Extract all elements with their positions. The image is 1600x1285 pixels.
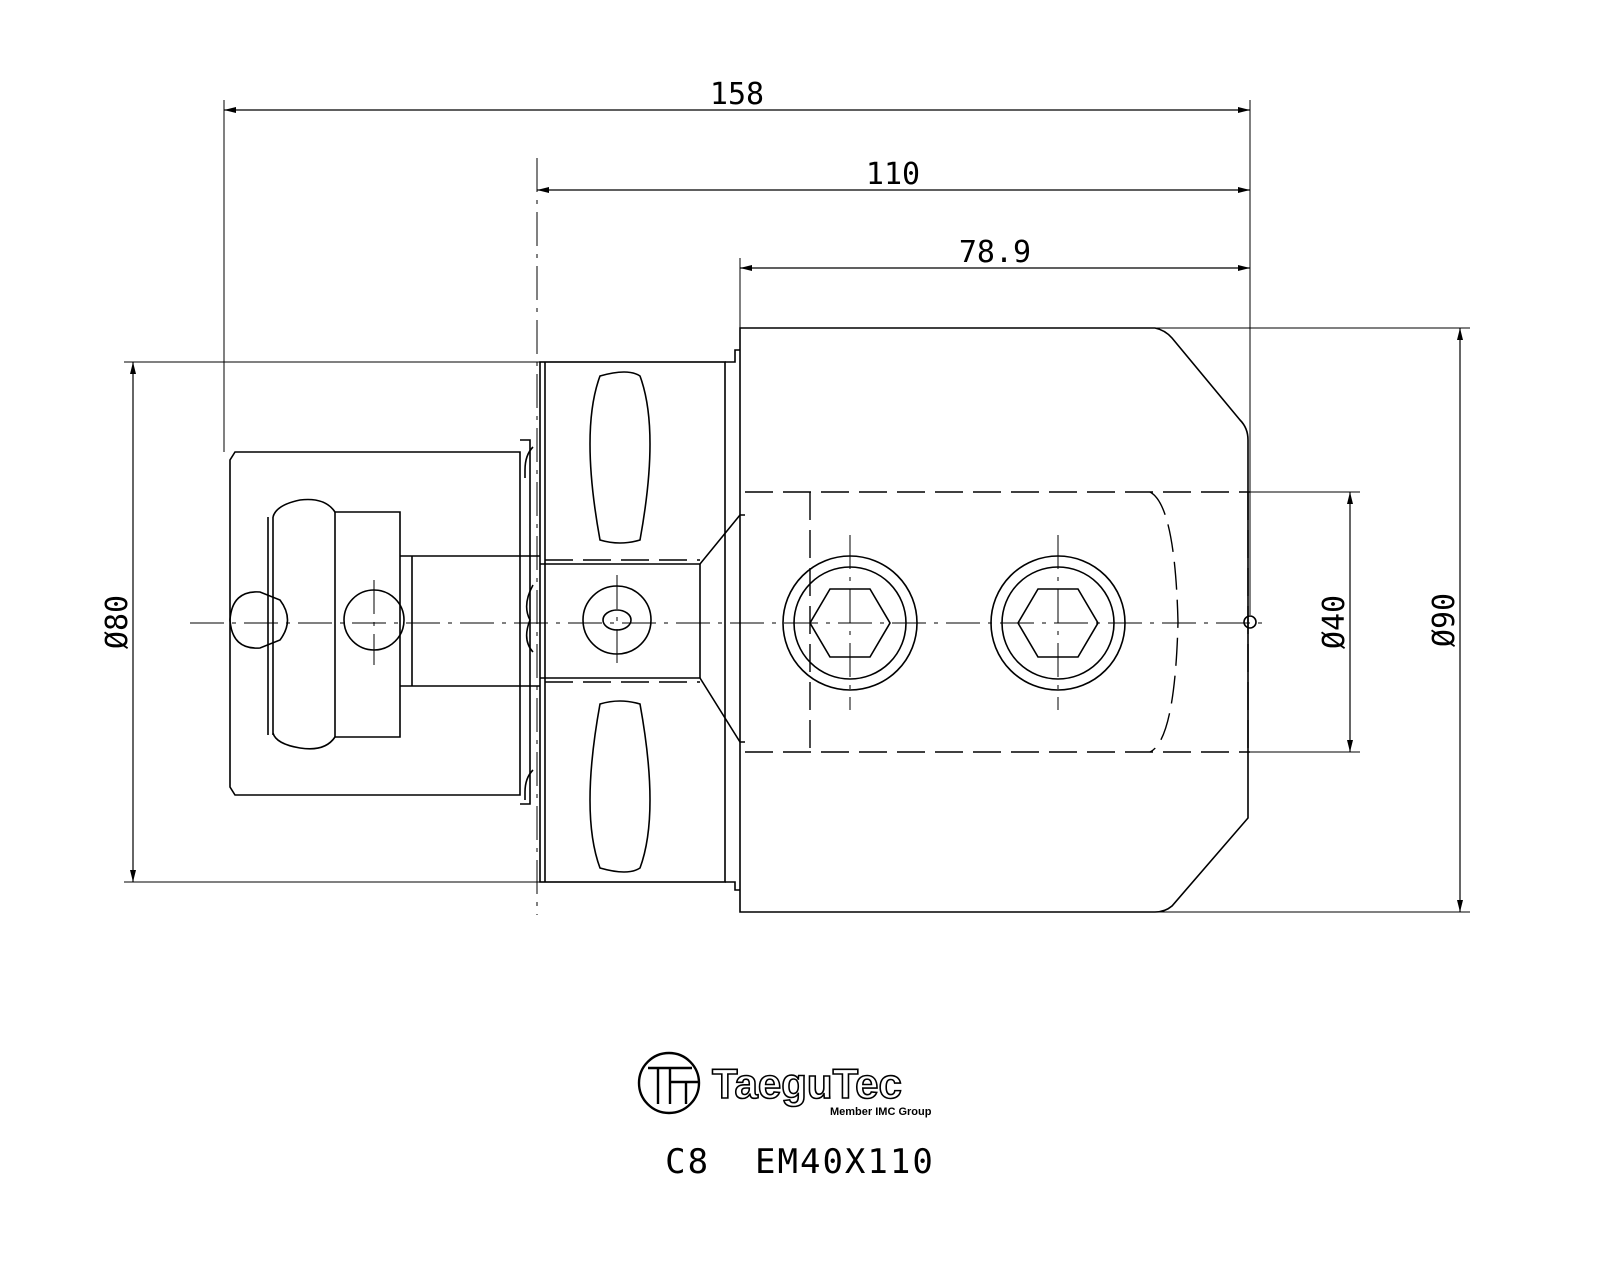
extension-lines — [124, 100, 1470, 913]
flange — [539, 361, 726, 883]
collet-nut-profile — [272, 498, 401, 750]
dim-label-110: 110 — [866, 157, 920, 192]
main-body — [739, 327, 1249, 913]
part-number: C8 EM40X110 — [665, 1142, 935, 1182]
dimension-lines — [130, 107, 1463, 912]
flange-lobe-top — [589, 371, 651, 544]
dim-label-d80: Ø80 — [100, 595, 135, 649]
taegutec-logo: TaeguTec Member IMC Group — [637, 1051, 932, 1118]
logo-tagline: Member IMC Group — [830, 1106, 932, 1118]
side-pin — [1243, 615, 1257, 629]
center-lines — [190, 158, 1265, 915]
dim-label-d90: Ø90 — [1427, 593, 1462, 647]
part-outline — [229, 327, 1257, 913]
taegutec-logo-mark — [637, 1051, 701, 1115]
nose-slot — [229, 591, 289, 649]
dim-label-d40: Ø40 — [1317, 595, 1352, 649]
dim-label-78-9: 78.9 — [959, 235, 1031, 270]
flange-lobe-bottom — [589, 700, 651, 873]
collet-nose — [229, 451, 521, 796]
hidden-bore-lines — [545, 491, 1250, 753]
dim-label-158: 158 — [710, 77, 764, 112]
logo-wordmark: TaeguTec — [712, 1060, 902, 1107]
